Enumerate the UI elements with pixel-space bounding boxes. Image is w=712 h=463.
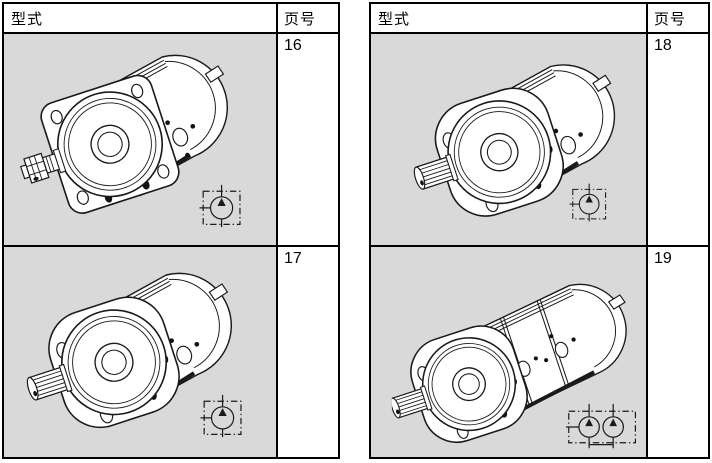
table-row: 19 bbox=[371, 244, 708, 457]
page-column-header: 页号 bbox=[646, 4, 708, 32]
drawing-cell bbox=[4, 246, 276, 457]
single-pump-symbol-icon bbox=[199, 183, 246, 229]
type-column-header: 型式 bbox=[11, 10, 44, 28]
page-number: 18 bbox=[646, 34, 708, 245]
table-header-row: 型式 页号 bbox=[4, 4, 338, 34]
table-header-row: 型式 页号 bbox=[371, 4, 708, 34]
table-row: 17 bbox=[4, 244, 338, 457]
pump-index-table-left: 型式 页号 16 17 bbox=[2, 2, 340, 459]
page-number: 17 bbox=[276, 246, 338, 457]
single-pump-symbol-icon bbox=[200, 393, 247, 439]
drawing-cell bbox=[371, 246, 646, 457]
single-pump-symbol-icon bbox=[569, 182, 611, 223]
table-row: 16 bbox=[4, 34, 338, 245]
drawing-cell bbox=[371, 34, 646, 245]
page-column-header: 页号 bbox=[276, 4, 338, 32]
type-column-header: 型式 bbox=[378, 10, 411, 28]
page-number: 19 bbox=[646, 246, 708, 457]
double-pump-symbol-icon bbox=[563, 402, 643, 452]
drawing-cell bbox=[4, 34, 276, 245]
table-row: 18 bbox=[371, 34, 708, 245]
pump-index-table-right: 型式 页号 18 19 bbox=[369, 2, 710, 459]
page-number: 16 bbox=[276, 34, 338, 245]
